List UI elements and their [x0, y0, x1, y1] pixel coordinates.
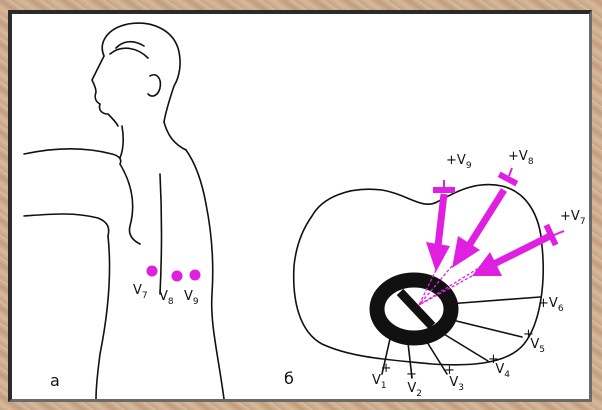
chest-label-v5: V5+: [523, 327, 545, 355]
panel-a-letter: a: [50, 371, 60, 390]
lead-line-v5: [443, 317, 523, 338]
lead-line-v6: [447, 296, 541, 305]
electrode-stem-v7: [553, 230, 565, 236]
arm-lower: [23, 213, 110, 237]
posterior-label-v7: +V7: [560, 209, 586, 227]
electrode-label-v9: V9: [184, 289, 199, 307]
posterior-lead-labels: +V9 +V8 +V7: [446, 149, 586, 227]
chest-label-v2: V2+: [406, 367, 422, 399]
human-back-figure: [23, 22, 225, 399]
scapula: [119, 163, 141, 245]
chest-label-v4: V4+: [488, 352, 510, 380]
electrode-dot-v7: [146, 265, 158, 277]
ecg-lead-diagram: V7 V8 V9 a V1+ V2+ V3+ V4+ V5+ +V6: [23, 22, 586, 399]
electrode-dot-v8: [171, 270, 183, 282]
shoulder-line: [185, 149, 207, 205]
hair: [109, 40, 149, 59]
neck: [119, 121, 187, 159]
electrode-stem-v8: [508, 167, 513, 177]
chest-lead-labels: V1+ V2+ V3+ V4+ V5+ +V6: [372, 296, 564, 399]
torso-right: [205, 203, 225, 399]
posterior-label-v8: +V8: [508, 149, 534, 167]
spine-line: [159, 173, 163, 295]
thorax-outline: [292, 183, 544, 366]
posterior-label-v9: +V9: [446, 153, 472, 171]
ear: [147, 73, 162, 97]
chest-label-v6: +V6: [538, 296, 564, 314]
electrode-label-v8: V8: [159, 289, 174, 307]
arrow-shaft-v7: [492, 232, 552, 268]
lead-line-v3: [421, 333, 448, 375]
arrowhead-v7: [472, 252, 502, 276]
thorax-cross-section: [292, 183, 544, 366]
arm-upper: [23, 147, 122, 165]
lead-line-v4: [433, 327, 489, 362]
face-profile: [91, 55, 119, 127]
lead-line-v1: [381, 329, 393, 375]
back-electrodes: V7 V8 V9: [133, 265, 201, 307]
heart-ring: [369, 272, 459, 346]
vector-lines: [418, 265, 483, 306]
arrow-shaft-v9: [434, 193, 448, 247]
arrow-shaft-v8: [467, 188, 507, 246]
arrowhead-v9: [426, 242, 450, 272]
electrode-bar-v7: [543, 223, 559, 247]
chest-label-v3: V3+: [444, 363, 464, 393]
panel-b-letter: б: [284, 369, 294, 388]
posterior-lead-arrows: [426, 167, 565, 276]
figure-panel: V7 V8 V9 a V1+ V2+ V3+ V4+ V5+ +V6: [8, 10, 592, 402]
chest-lead-lines: [381, 296, 541, 379]
electrode-dot-v9: [189, 269, 201, 281]
chest-label-v1: V1+: [372, 361, 392, 391]
electrode-bar-v8: [497, 171, 519, 187]
electrode-bar-v9: [433, 187, 455, 193]
arrowhead-v8: [452, 236, 480, 268]
head-outline: [101, 22, 181, 123]
electrode-label-v7: V7: [133, 283, 148, 301]
torso-left: [95, 235, 111, 399]
heart-septum: [396, 288, 436, 330]
lead-line-v2: [406, 333, 413, 379]
